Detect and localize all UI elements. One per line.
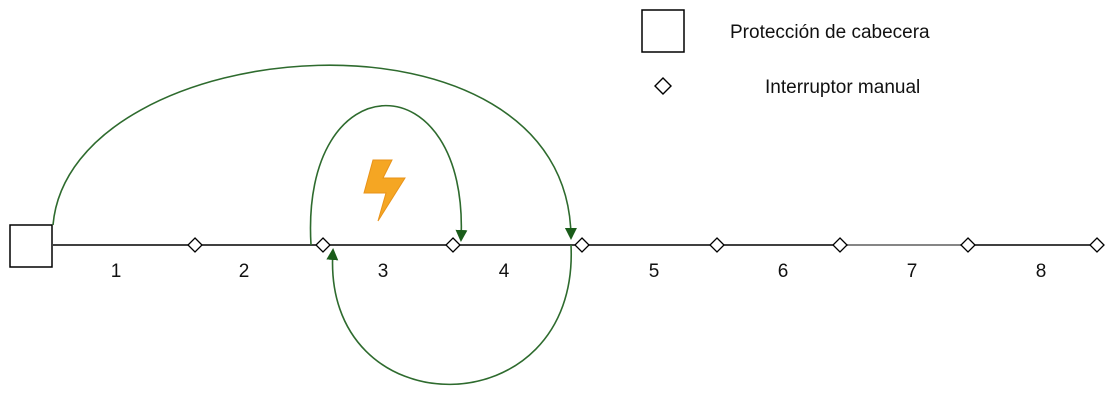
segment-label-6: 6 [778,261,789,282]
segment-label-1: 1 [111,261,122,282]
manual-switch-6 [832,237,848,253]
manual-switch-2 [315,237,331,253]
feedback-arc-upper [309,104,468,246]
manual-switch-1 [187,237,203,253]
manual-switch-4 [574,237,590,253]
header-protection-box [9,224,53,268]
legend-header-protection-icon [641,9,685,53]
feedback-arc-lower [326,244,572,386]
segment-label-4: 4 [499,261,510,282]
manual-switch-5 [709,237,725,253]
manual-switch-8 [1089,237,1105,253]
manual-switch-7 [960,237,976,253]
segment-label-5: 5 [649,261,660,282]
segment-label-3: 3 [378,261,389,282]
feedback-arc-large [52,64,577,240]
legend-manual-switch-icon [654,77,672,95]
legend-manual-switch-label: Interruptor manual [765,77,920,98]
segment-label-7: 7 [907,261,918,282]
legend-header-protection-label: Protección de cabecera [730,22,930,43]
lightning-bolt-icon [363,159,406,222]
segment-label-2: 2 [239,261,250,282]
manual-switch-3 [445,237,461,253]
segment-label-8: 8 [1036,261,1047,282]
